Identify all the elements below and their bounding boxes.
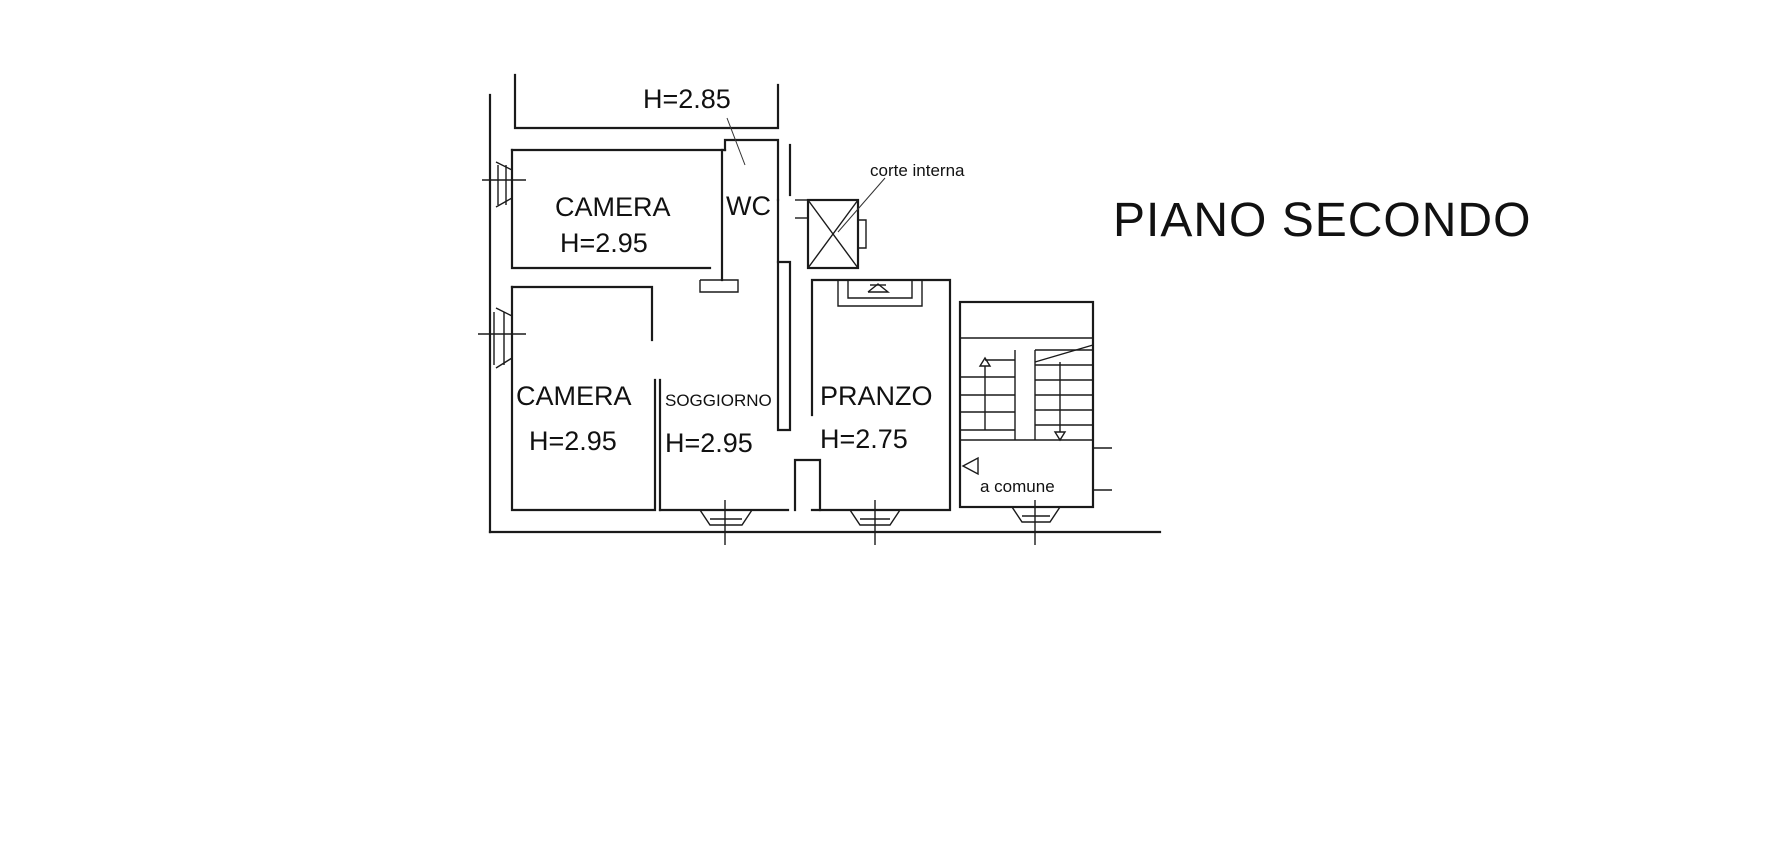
window-left-bottom [478, 307, 526, 369]
stair-block [958, 300, 1112, 509]
outer-walls [488, 73, 1162, 534]
wc-walls [726, 117, 792, 432]
a-comune-label: a comune [980, 477, 1055, 496]
camera-bottom-height-label: H=2.95 [529, 426, 617, 456]
wc-height-label: H=2.85 [643, 84, 731, 114]
camera-bottom-label: CAMERA [516, 381, 632, 411]
window-bottom-1 [699, 500, 753, 545]
wc-label: WC [726, 191, 771, 221]
camera-top-height-label: H=2.95 [560, 228, 648, 258]
window-bottom-2 [849, 500, 901, 545]
corte-interna-shaft [795, 177, 886, 270]
soggiorno-height-label: H=2.95 [665, 428, 753, 458]
camera-top-label: CAMERA [555, 192, 671, 222]
window-bottom-3 [1011, 500, 1061, 545]
camera-top-room [510, 138, 780, 293]
pranzo-label: PRANZO [820, 381, 933, 411]
soggiorno-label: SOGGIORNO [665, 391, 772, 410]
corte-interna-label: corte interna [870, 161, 965, 180]
camera-bottom-room [510, 285, 662, 512]
soggiorno-room [658, 458, 822, 512]
pranzo-room [810, 278, 952, 512]
window-left-top [482, 161, 526, 208]
floor-title: PIANO SECONDO [1113, 194, 1531, 247]
pranzo-height-label: H=2.75 [820, 424, 908, 454]
